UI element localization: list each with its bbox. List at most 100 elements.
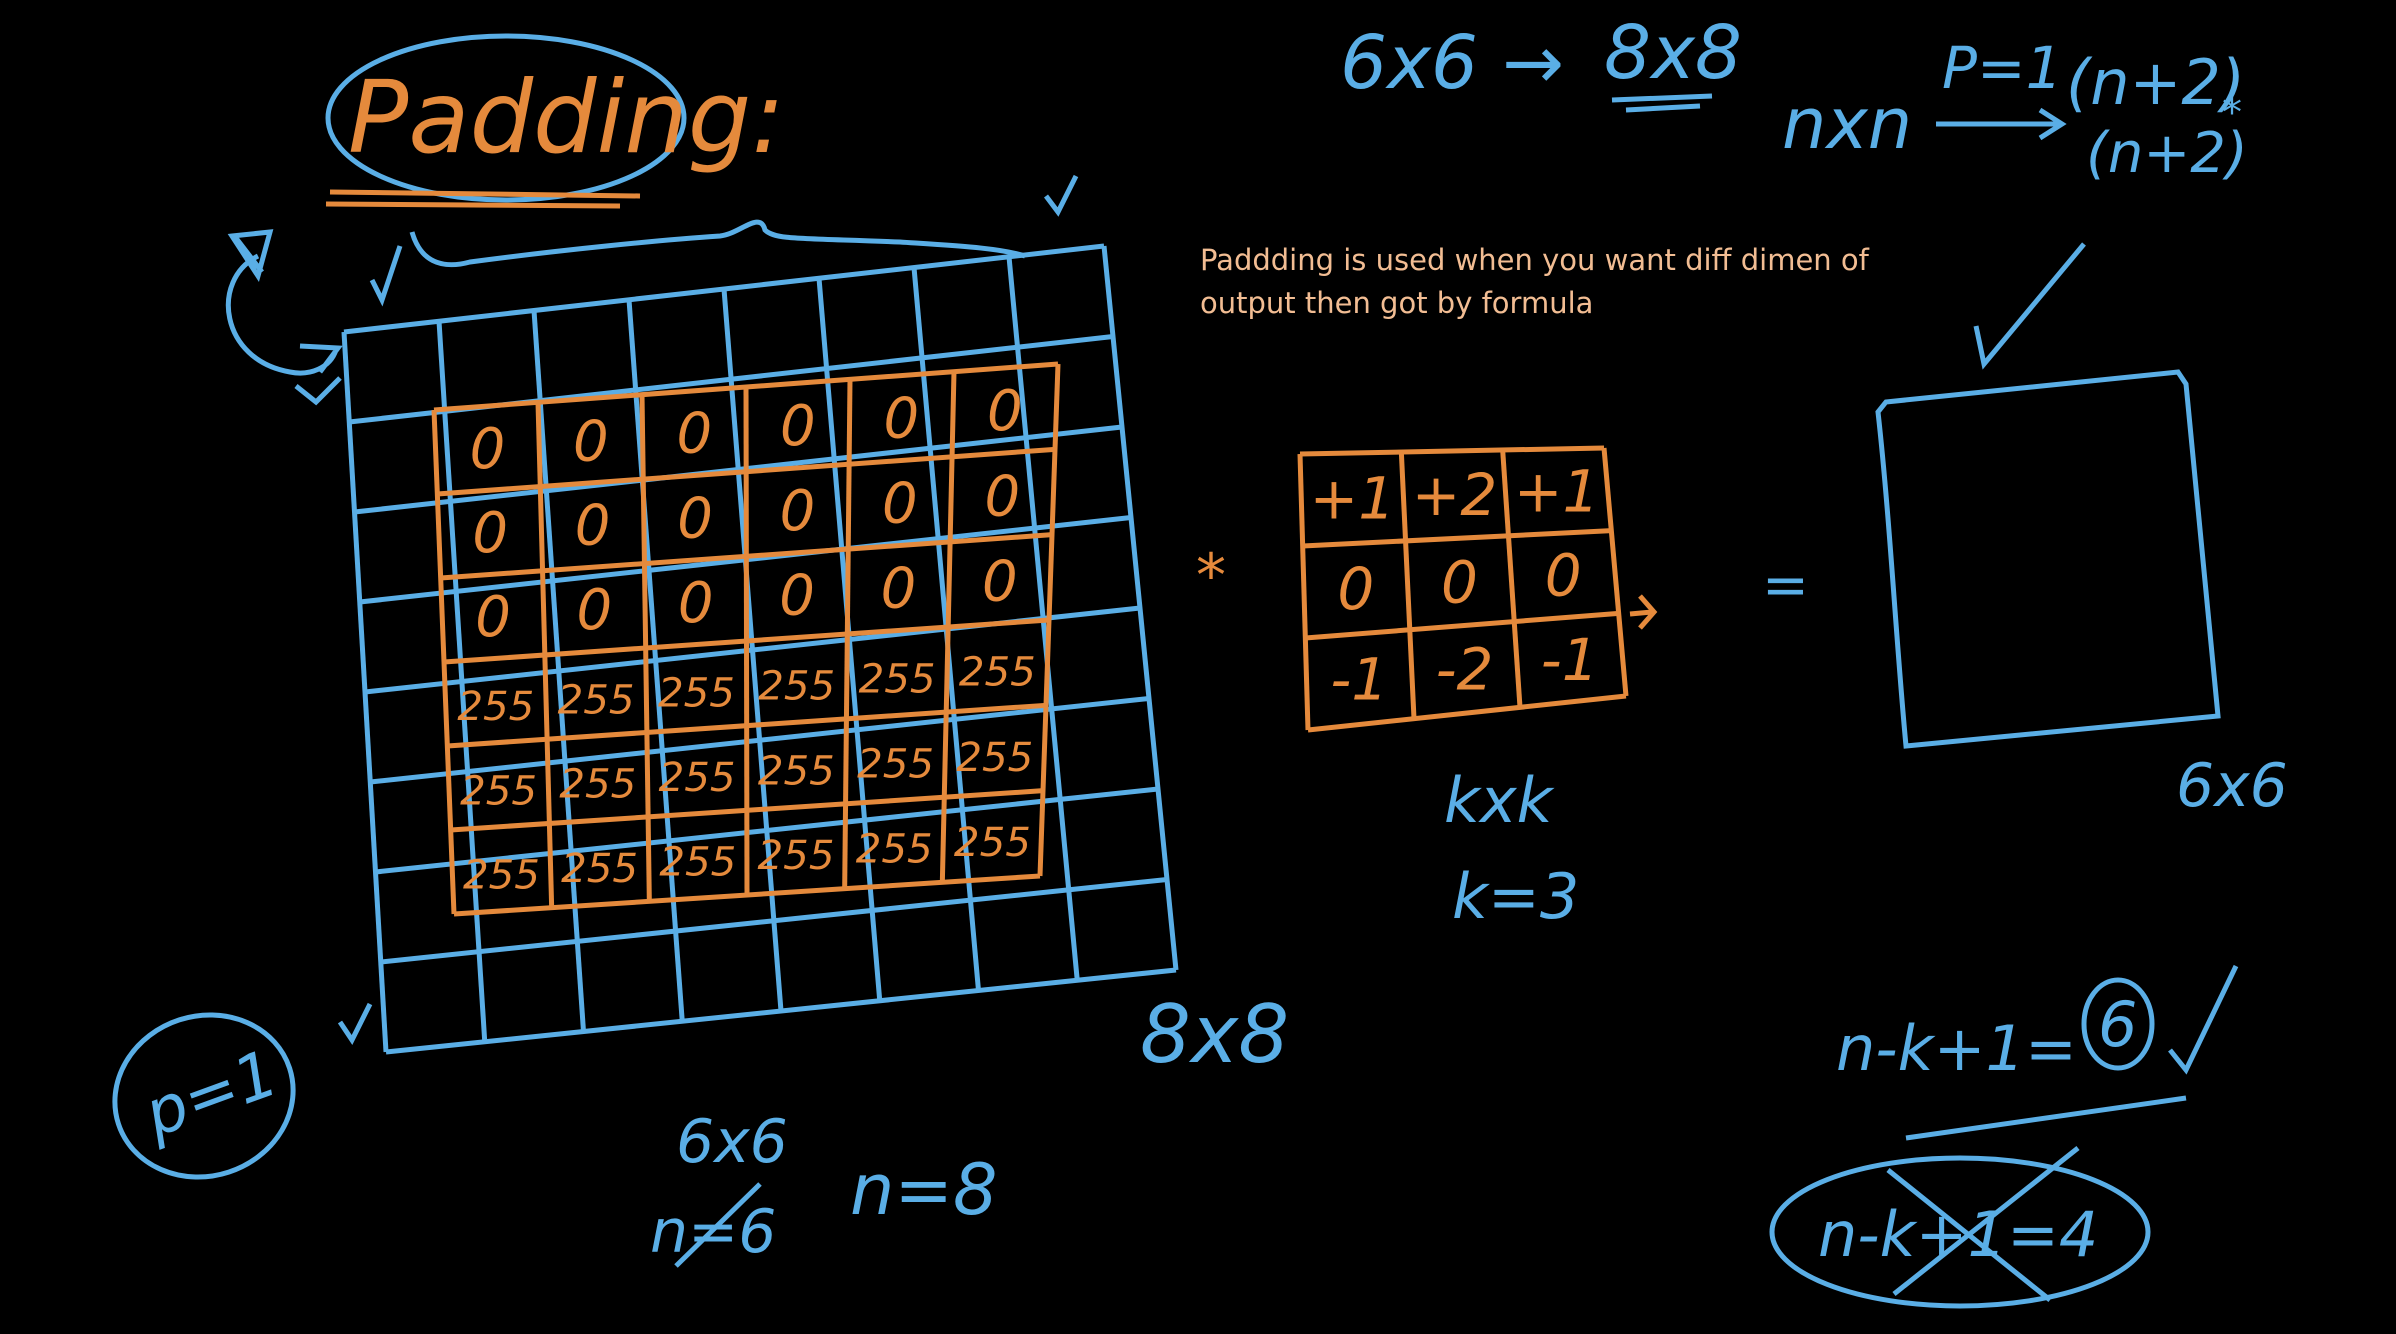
general-input: nxn xyxy=(1782,83,1912,165)
kernel-grid-row-line xyxy=(1302,528,1612,549)
check-mark-top-right xyxy=(1044,174,1079,217)
input-grid-cell: 0 xyxy=(987,379,1023,444)
equals-sign: = xyxy=(1762,553,1809,618)
input-grid-cell: 255 xyxy=(457,683,534,730)
kernel-value: k=3 xyxy=(1452,860,1579,933)
input-grid-col-line xyxy=(743,386,750,896)
kernel-grid-cell: +2 xyxy=(1412,461,1498,529)
general-star: * xyxy=(2222,90,2242,136)
input-grid-cell: 0 xyxy=(577,578,613,643)
top-mapping-arrow: → xyxy=(1502,20,1564,106)
input-grid-cell: 0 xyxy=(475,585,511,650)
padded-grid-row-line xyxy=(385,967,1177,1055)
kernel-grid-cell: 0 xyxy=(1545,542,1582,610)
kernel-grid-col-line xyxy=(1601,447,1629,697)
crossed-formula-circle xyxy=(1769,1155,2151,1309)
input-grid-cell: 0 xyxy=(780,394,816,459)
kernel-grid-col-line xyxy=(1398,451,1417,719)
kernel-grid-cell: +1 xyxy=(1514,457,1600,525)
input-grid-cell: 255 xyxy=(758,662,835,709)
input-grid-cell: 0 xyxy=(984,464,1020,529)
bottom-notes: 6x6 n=6 n=8 xyxy=(650,1107,998,1268)
input-grid-cell: 0 xyxy=(472,501,508,566)
title-group: Padding: xyxy=(325,33,1026,268)
input-grid xyxy=(431,361,1061,917)
input-grid-cell: 0 xyxy=(573,409,609,474)
padded-grid-row-line xyxy=(369,696,1150,785)
input-grid-col-line xyxy=(939,371,957,883)
crossed-formula-cross xyxy=(1886,1146,2080,1302)
bottom-dims: 6x6 xyxy=(676,1107,788,1177)
padded-grid-col-line xyxy=(721,288,784,1012)
title-underline xyxy=(325,189,641,209)
padded-grid-col-line xyxy=(1101,245,1179,971)
top-mapping-underline xyxy=(1611,93,1713,113)
kernel-grid-col-line xyxy=(1297,453,1311,731)
input-grid-cell: 255 xyxy=(659,754,736,801)
input-grid-cell: 0 xyxy=(677,486,713,551)
corner-mark-icon xyxy=(227,229,274,283)
input-grid-cell: 0 xyxy=(677,402,713,467)
general-mapping: nxn P=1 (n+2) (n+2) * xyxy=(1782,34,2248,186)
padded-grid-row-line xyxy=(375,786,1159,875)
input-grid-cell: 255 xyxy=(558,676,635,723)
input-grid-cell: 255 xyxy=(857,741,934,788)
kernel-grid-cell: 0 xyxy=(1441,548,1478,616)
typed-note-line1: Paddding is used when you want diff dime… xyxy=(1200,243,1870,277)
input-grid-cell: 255 xyxy=(460,767,537,814)
output-check-mark xyxy=(1973,242,2086,370)
tick-mark-left xyxy=(294,376,342,406)
input-grid-cell: 0 xyxy=(982,549,1018,614)
p-value: p=1 xyxy=(134,1037,287,1153)
kernel-grid-cell: -2 xyxy=(1436,636,1494,704)
general-p-label: P=1 xyxy=(1942,34,2062,102)
input-grid-cell: 255 xyxy=(659,838,736,885)
top-mapping: 6x6 → 8x8 xyxy=(1340,10,1742,113)
input-grid-row-line xyxy=(453,873,1041,917)
kernel-grid-row-line xyxy=(1299,445,1605,457)
top-mapping-to: 8x8 xyxy=(1604,10,1742,96)
grid-label: 8x8 xyxy=(1140,988,1289,1081)
curved-arrow xyxy=(225,253,343,376)
kernel-grid-cell: +1 xyxy=(1310,465,1396,533)
input-grid-cell: 0 xyxy=(575,494,611,559)
typed-note-line2: output then got by formula xyxy=(1200,286,1593,320)
input-grid-cell: 255 xyxy=(959,649,1036,696)
input-grid-cell: 0 xyxy=(678,571,714,636)
formula-check-mark xyxy=(2168,964,2239,1075)
input-grid-cell: 255 xyxy=(859,656,936,703)
output-box xyxy=(1875,369,2221,749)
title-text: Padding: xyxy=(348,59,785,176)
p-bubble-circle xyxy=(112,1012,296,1180)
formula-result: 6 xyxy=(2098,988,2137,1061)
input-grid-cell: 255 xyxy=(758,747,835,794)
top-mapping-from: 6x6 xyxy=(1340,20,1478,106)
general-arrow xyxy=(1936,107,2067,141)
kernel-grid xyxy=(1297,445,1629,733)
input-grid-cell: 0 xyxy=(881,557,917,622)
output-label: 6x6 xyxy=(2176,751,2288,821)
input-grid-cell: 255 xyxy=(561,845,638,892)
padded-grid-row-line xyxy=(380,877,1168,965)
input-grid-cell: 255 xyxy=(956,734,1033,781)
kernel-label: kxk xyxy=(1444,764,1555,837)
kernel-grid-cell: 0 xyxy=(1337,555,1374,623)
kernel-grid-row-line xyxy=(1305,610,1619,641)
crossed-formula-group: n-k+1=4 xyxy=(1769,1146,2151,1309)
title-circle xyxy=(325,33,687,203)
check-mark-bottom-left xyxy=(337,1002,373,1045)
input-grid-cell: 0 xyxy=(470,417,506,482)
input-grid-cell: 0 xyxy=(882,472,918,537)
typed-note: Paddding is used when you want diff dime… xyxy=(1200,243,1870,320)
kernel-grid-col-line xyxy=(1500,449,1523,708)
crossed-formula: n-k+1=4 xyxy=(1818,1198,2098,1271)
bottom-cross-out xyxy=(674,1182,762,1268)
general-out-bottom: (n+2) xyxy=(2086,121,2248,186)
formula-text: n-k+1= xyxy=(1836,1012,2077,1085)
input-grid-cell: 255 xyxy=(954,819,1031,866)
kernel-grid-cell: -1 xyxy=(1541,626,1599,694)
kernel-grid-cell: -1 xyxy=(1330,645,1388,713)
